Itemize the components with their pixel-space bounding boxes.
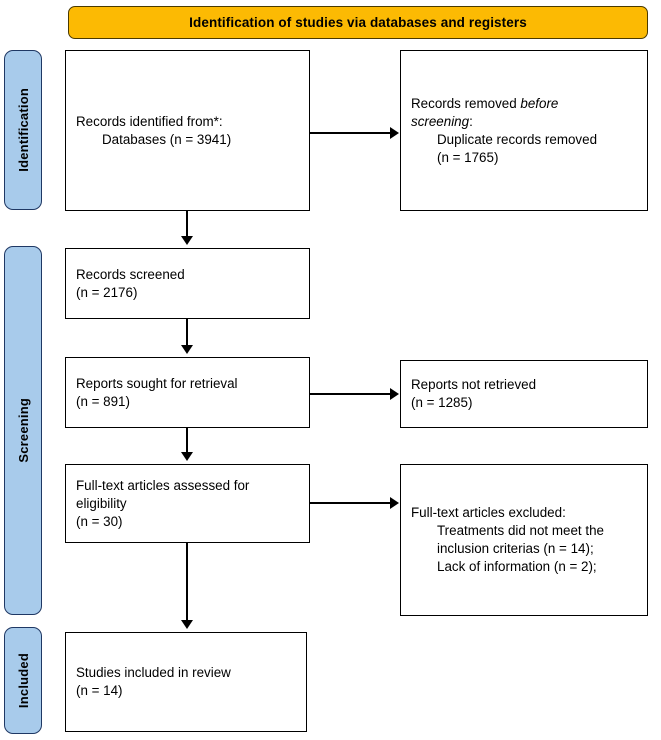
diagram-header-banner: Identification of studies via databases … — [68, 6, 648, 39]
stage-tab-screening: Screening — [4, 246, 42, 615]
records-removed-line-2-plain: : — [469, 113, 473, 129]
connector-sought-to-not-retrieved — [310, 393, 392, 395]
box-records-screened: Records screened (n = 2176) — [65, 248, 310, 319]
records-removed-line-4: (n = 1765) — [437, 149, 499, 165]
stage-tab-identification: Identification — [4, 50, 42, 210]
box-fulltext-excluded: Full-text articles excluded: Treatments … — [400, 464, 648, 616]
records-removed-line-1: Records removed before — [411, 95, 637, 113]
box-records-identified: Records identified from*: Databases (n =… — [65, 50, 310, 211]
records-removed-line-1-plain: Records removed — [411, 95, 521, 111]
records-removed-line-2-italic: screening — [411, 113, 470, 129]
fulltext-excluded-line-1: Full-text articles excluded: — [411, 505, 566, 520]
connector-fulltext-to-excluded — [310, 502, 392, 504]
box-reports-not-retrieved: Reports not retrieved (n = 1285) — [400, 360, 648, 428]
connector-identified-to-removed — [310, 132, 392, 134]
reports-sought-line-1: Reports sought for retrieval — [76, 375, 238, 391]
stage-tab-included-label: Included — [15, 652, 31, 709]
reports-not-retrieved-line-1: Reports not retrieved — [411, 377, 537, 392]
arrow-down-icon-1 — [181, 236, 193, 245]
records-removed-line-3: Duplicate records removed — [437, 131, 598, 147]
reports-not-retrieved-line-2: (n = 1285) — [411, 395, 473, 410]
connector-identified-to-screened — [186, 211, 188, 239]
connector-sought-to-fulltext — [186, 428, 188, 455]
arrow-right-icon-1 — [390, 127, 399, 139]
fulltext-excluded-line-2: Treatments did not meet the — [437, 523, 604, 538]
box-fulltext-assessed: Full-text articles assessed for eligibil… — [65, 464, 310, 543]
fulltext-excluded-line-4: Lack of information (n = 2); — [437, 559, 597, 574]
fulltext-assessed-line-2: eligibility — [76, 495, 127, 511]
studies-included-line-1: Studies included in review — [76, 665, 231, 680]
fulltext-assessed-line-3: (n = 30) — [76, 513, 123, 529]
connector-screened-to-sought — [186, 319, 188, 348]
connector-fulltext-to-included — [186, 543, 188, 623]
arrow-down-icon-3 — [181, 452, 193, 461]
box-records-removed: Records removed before screening: Duplic… — [400, 50, 648, 211]
arrow-right-icon-3 — [390, 497, 399, 509]
reports-sought-line-2: (n = 891) — [76, 393, 130, 409]
arrow-down-icon-4 — [181, 620, 193, 629]
records-screened-line-1: Records screened — [76, 266, 185, 282]
stage-tab-screening-label: Screening — [15, 398, 31, 463]
arrow-down-icon-2 — [181, 345, 193, 354]
stage-tab-identification-label: Identification — [15, 88, 31, 172]
fulltext-assessed-line-1: Full-text articles assessed for — [76, 477, 250, 493]
stage-tab-included: Included — [4, 627, 42, 734]
studies-included-line-2: (n = 14) — [76, 683, 123, 698]
records-identified-line-1: Records identified from*: — [76, 113, 223, 129]
records-removed-line-1-italic: before — [520, 95, 559, 111]
records-screened-line-2: (n = 2176) — [76, 284, 138, 300]
records-removed-line-2: screening: — [411, 113, 637, 131]
box-reports-sought: Reports sought for retrieval (n = 891) — [65, 357, 310, 428]
diagram-title: Identification of studies via databases … — [189, 15, 527, 30]
box-studies-included: Studies included in review (n = 14) — [65, 632, 307, 732]
records-identified-line-2: Databases (n = 3941) — [102, 131, 232, 147]
arrow-right-icon-2 — [390, 388, 399, 400]
fulltext-excluded-line-3: inclusion criterias (n = 14); — [437, 541, 594, 556]
